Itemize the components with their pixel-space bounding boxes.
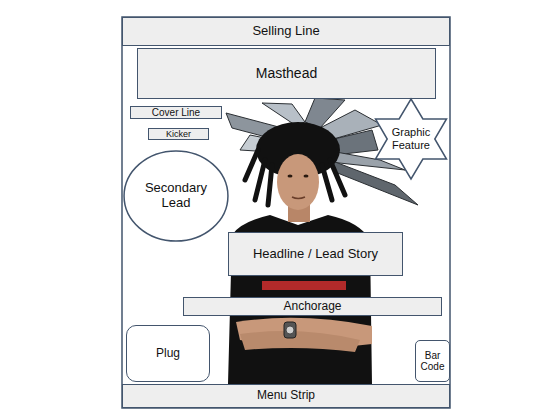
secondary-lead-circle: Secondary Lead	[123, 150, 229, 242]
node-label: Masthead	[256, 65, 317, 81]
forearm	[240, 331, 360, 352]
bar-code-box: Bar Code	[415, 340, 450, 382]
node-label: Graphic Feature	[386, 126, 436, 151]
plug-box: Plug	[126, 325, 210, 382]
selling-line-band: Selling Line	[122, 17, 450, 46]
node-label: Menu Strip	[257, 389, 315, 403]
node-label: Selling Line	[252, 24, 319, 39]
watch-face	[286, 326, 294, 334]
ellipse-shape	[124, 151, 228, 241]
node-label: Secondary Lead	[139, 181, 213, 211]
masthead-box: Masthead	[137, 48, 436, 99]
dreadlock	[245, 150, 258, 180]
dreadlock	[330, 160, 345, 195]
node-label: Cover Line	[152, 107, 200, 119]
node-label: Headline / Lead Story	[253, 247, 378, 262]
crystal-spike	[262, 103, 305, 125]
node-label: Plug	[156, 347, 180, 361]
graphic-feature-star: Graphic Feature	[370, 99, 452, 179]
node-label: Kicker	[166, 129, 191, 139]
dreadlock	[322, 165, 332, 200]
face	[277, 154, 319, 210]
node-label: Bar Code	[418, 350, 448, 373]
cover-line-box: Cover Line	[130, 106, 222, 119]
dreadlock	[255, 160, 265, 200]
dreadlock	[268, 165, 272, 205]
shirt-stripe	[262, 281, 346, 290]
headline-box: Headline / Lead Story	[228, 232, 403, 276]
eye	[288, 175, 293, 178]
anchorage-box: Anchorage	[183, 297, 442, 316]
node-label: Anchorage	[283, 300, 341, 314]
kicker-box: Kicker	[148, 128, 209, 140]
wristwatch	[284, 322, 296, 338]
cover-frame	[122, 17, 450, 408]
eye	[304, 175, 309, 178]
menu-strip-band: Menu Strip	[122, 384, 450, 408]
star-shape	[375, 99, 446, 179]
mouth	[292, 197, 305, 199]
